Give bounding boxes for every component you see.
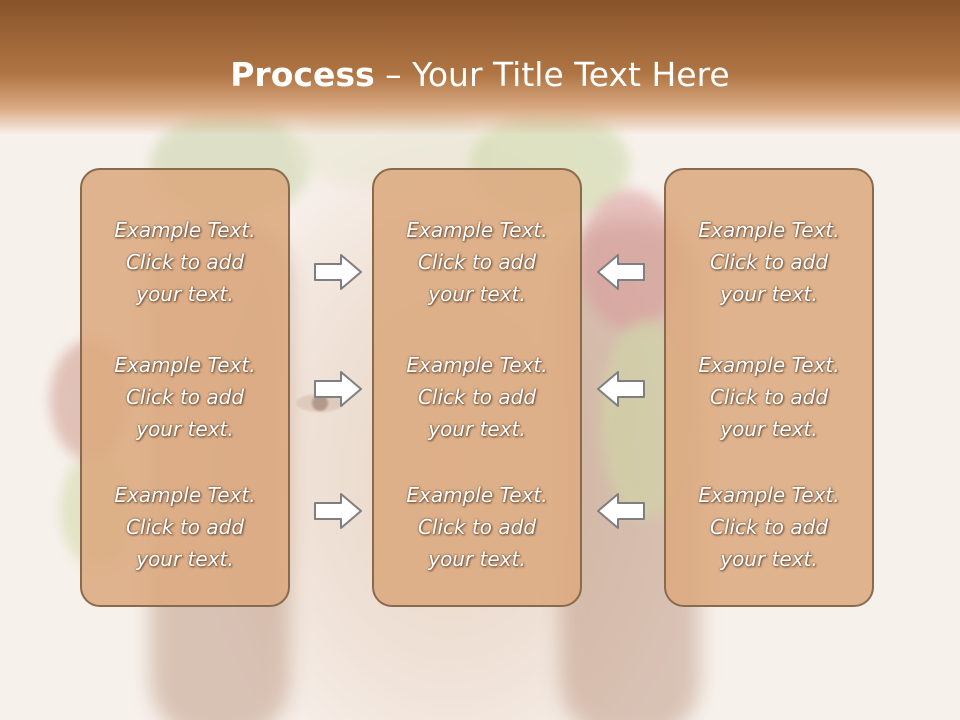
process-box-2[interactable]: Example Text. Click to add your text. Ex… [372, 168, 582, 607]
text-entry[interactable]: Example Text. Click to add your text. [374, 214, 580, 310]
entry-line: Click to add [125, 250, 245, 274]
text-entry[interactable]: Example Text. Click to add your text. [666, 479, 872, 575]
entry-line: Example Text. [114, 353, 256, 377]
entry-line: Example Text. [698, 353, 840, 377]
entry-line: your text. [720, 417, 818, 441]
text-entry[interactable]: Example Text. Click to add your text. [666, 349, 872, 445]
entry-line: your text. [136, 547, 234, 571]
entry-line: Example Text. [406, 483, 548, 507]
arrow-left-icon [597, 371, 645, 407]
entry-line: your text. [136, 417, 234, 441]
entry-line: Example Text. [114, 218, 256, 242]
text-entry[interactable]: Example Text. Click to add your text. [374, 479, 580, 575]
title-bold: Process [230, 55, 375, 94]
text-entry[interactable]: Example Text. Click to add your text. [82, 349, 288, 445]
entry-line: your text. [720, 282, 818, 306]
process-box-1[interactable]: Example Text. Click to add your text. Ex… [80, 168, 290, 607]
entry-line: your text. [428, 282, 526, 306]
arrow-left-icon [597, 493, 645, 529]
title-rest: – Your Title Text Here [374, 55, 730, 94]
entry-line: Example Text. [406, 353, 548, 377]
entry-line: Click to add [417, 515, 537, 539]
arrow-left-icon [597, 254, 645, 290]
entry-line: Example Text. [698, 483, 840, 507]
process-box-3[interactable]: Example Text. Click to add your text. Ex… [664, 168, 874, 607]
title-bar [0, 0, 960, 135]
entry-line: your text. [136, 282, 234, 306]
entry-line: Example Text. [698, 218, 840, 242]
entry-line: Click to add [417, 385, 537, 409]
eye [296, 394, 344, 412]
text-entry[interactable]: Example Text. Click to add your text. [82, 214, 288, 310]
entry-line: Click to add [125, 515, 245, 539]
entry-line: your text. [428, 417, 526, 441]
text-entry[interactable]: Example Text. Click to add your text. [666, 214, 872, 310]
entry-line: your text. [428, 547, 526, 571]
text-entry[interactable]: Example Text. Click to add your text. [374, 349, 580, 445]
arrow-right-icon [314, 371, 362, 407]
slide-title[interactable]: Process – Your Title Text Here [0, 52, 960, 98]
entry-line: Click to add [709, 385, 829, 409]
entry-line: Click to add [417, 250, 537, 274]
arrow-right-icon [314, 254, 362, 290]
text-entry[interactable]: Example Text. Click to add your text. [82, 479, 288, 575]
entry-line: Click to add [709, 250, 829, 274]
arrow-right-icon [314, 493, 362, 529]
entry-line: Click to add [709, 515, 829, 539]
entry-line: Example Text. [406, 218, 548, 242]
entry-line: your text. [720, 547, 818, 571]
entry-line: Example Text. [114, 483, 256, 507]
entry-line: Click to add [125, 385, 245, 409]
